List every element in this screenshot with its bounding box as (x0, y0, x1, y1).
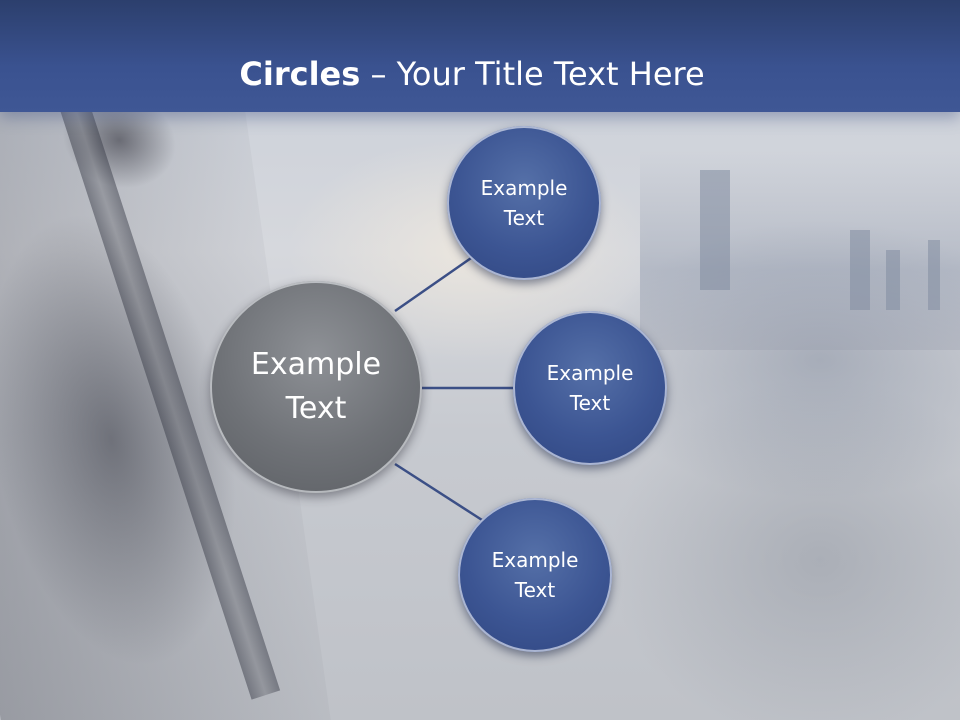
background-tower (886, 250, 900, 310)
connector-line-1 (394, 254, 475, 313)
slide-title[interactable]: Circles – Your Title Text Here (0, 54, 944, 94)
title-bar: Circles – Your Title Text Here (0, 0, 960, 112)
satellite-circle-label: Example Text (491, 548, 579, 602)
background-tower (850, 230, 870, 310)
satellite-circle-3[interactable]: Example Text (458, 498, 612, 652)
satellite-circle-label: Example Text (546, 361, 634, 415)
hub-circle[interactable]: Example Text (210, 281, 422, 493)
title-rest: – Your Title Text Here (360, 55, 705, 93)
hub-circle-label: Example Text (250, 347, 382, 426)
title-bold: Circles (239, 55, 361, 93)
satellite-circle-2[interactable]: Example Text (513, 311, 667, 465)
connector-line-3 (394, 462, 483, 522)
satellite-circle-label: Example Text (480, 176, 568, 230)
background-tower (700, 170, 730, 290)
background-city (640, 150, 960, 350)
background-tower (928, 240, 940, 310)
satellite-circle-1[interactable]: Example Text (447, 126, 601, 280)
